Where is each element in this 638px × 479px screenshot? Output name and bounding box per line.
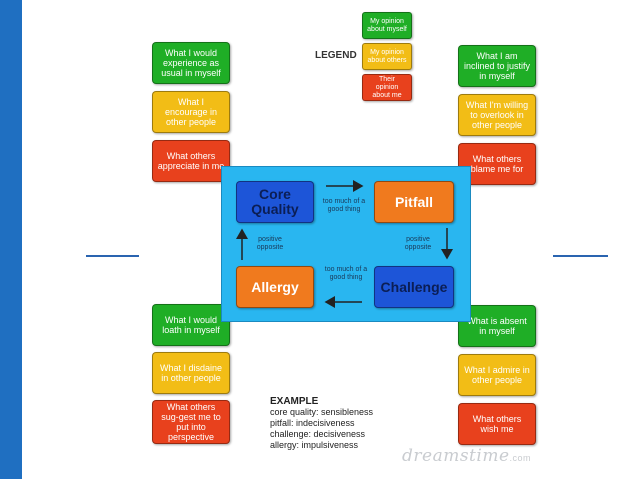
left-bottom-myself-box: What I would loath in myself [152,304,230,346]
arrow-label-top: too much of a good thing [322,198,366,213]
example-line-challenge: challenge: decisiveness [270,429,366,439]
legend-item-their-opinion: Their opinion about me [362,74,412,101]
arrow-label-left: positive opposite [256,236,284,251]
left-top-others-box: What I encourage in other people [152,91,230,133]
legend-title: LEGEND [315,50,357,61]
example-block: EXAMPLE core quality: sensibleness pitfa… [270,396,373,451]
pitfall-box: Pitfall [374,181,454,223]
right-top-others-box: What I'm willing to overlook in other pe… [458,94,536,136]
left-top-their-box: What others appreciate in me [152,140,230,182]
legend-item-myself: My opinion about myself [362,12,412,39]
right-top-their-box: What others blame me for [458,143,536,185]
right-bottom-their-box: What others wish me [458,403,536,445]
example-line-core-quality: core quality: sensibleness [270,407,374,417]
legend-item-others: My opinion about others [362,43,412,70]
left-sidebar-bar [0,0,22,479]
core-quality-box: Core Quality [236,181,314,223]
left-horizontal-line [86,255,139,257]
challenge-box: Challenge [374,266,454,308]
dreamstime-watermark: dreamstime.com [402,446,531,466]
example-title: EXAMPLE [270,396,319,407]
allergy-box: Allergy [236,266,314,308]
left-bottom-their-box: What others sug-gest me to put into pers… [152,400,230,444]
right-horizontal-line [553,255,608,257]
left-bottom-others-box: What I disdaine in other people [152,352,230,394]
arrow-label-bottom: too much of a good thing [324,266,368,281]
right-top-myself-box: What I am inclined to justify in myself [458,45,536,87]
left-top-myself-box: What I would experience as usual in myse… [152,42,230,84]
watermark-suffix: .com [509,453,532,463]
example-line-allergy: allergy: impulsiveness [270,440,359,450]
right-bottom-others-box: What I admire in other people [458,354,536,396]
right-bottom-myself-box: What is absent in myself [458,305,536,347]
arrow-label-right: positive opposite [404,236,432,251]
watermark-main: dreamstime [402,446,510,466]
example-line-pitfall: pitfall: indecisiveness [270,418,355,428]
